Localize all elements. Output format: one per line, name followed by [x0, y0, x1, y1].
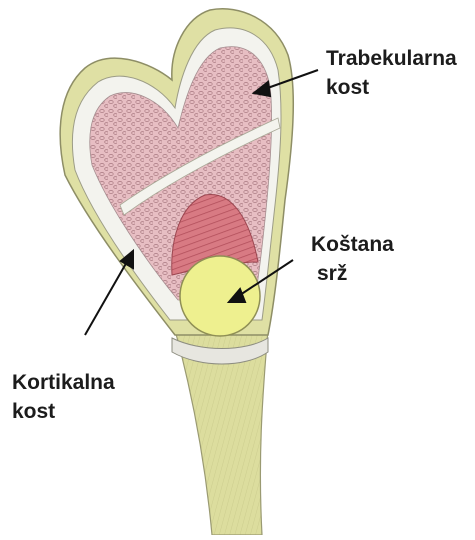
label-marrow-line2: srž [311, 259, 394, 288]
label-marrow-line1: Koštana [311, 230, 394, 259]
label-trabecular-bone: Trabekularna kost [326, 44, 457, 102]
label-trabecular-line1: Trabekularna [326, 44, 457, 73]
label-cortical-bone: Kortikalna kost [12, 368, 115, 426]
label-cortical-line1: Kortikalna [12, 368, 115, 397]
label-cortical-line2: kost [12, 397, 115, 426]
label-trabecular-line2: kost [326, 73, 457, 102]
yellow-marrow [180, 256, 260, 336]
arrow-cortical [85, 260, 128, 335]
label-bone-marrow: Koštana srž [311, 230, 394, 288]
